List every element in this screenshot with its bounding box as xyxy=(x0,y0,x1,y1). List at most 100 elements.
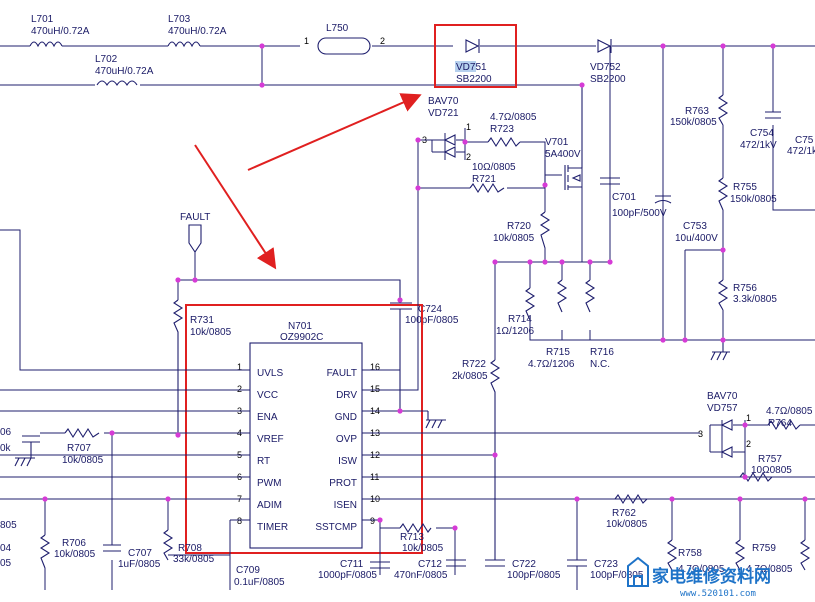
ic-pin-8-number: 8 xyxy=(237,516,242,526)
junction-dot xyxy=(574,496,580,502)
junction-dot xyxy=(175,432,181,438)
junction-dot xyxy=(579,82,585,88)
r714: R714 1Ω/1206 xyxy=(496,287,536,337)
bead-l750: L750 1 2 xyxy=(304,23,385,55)
ic-pin-12-name: ISW xyxy=(338,456,357,467)
r755-ref: R755 xyxy=(733,182,757,193)
top-rail-wires xyxy=(0,45,815,86)
vd721-value: BAV70 xyxy=(428,96,459,107)
watermark-url: www.520101.com xyxy=(680,589,756,599)
junction-dot xyxy=(42,496,48,502)
junction-dot xyxy=(737,496,743,502)
r706: R706 10k/0805 xyxy=(39,534,96,569)
r715: R715 4.7Ω/1206 xyxy=(528,279,575,370)
c754-ref: C754 xyxy=(750,128,774,139)
l701-ref: L701 xyxy=(31,14,54,25)
ic-pin-3-name: ENA xyxy=(257,412,278,423)
ic-pin-16-name: FAULT xyxy=(327,368,357,379)
r713-ref: R713 xyxy=(400,532,424,543)
r763-ref: R763 xyxy=(685,106,709,117)
annotation-arrows xyxy=(194,93,422,270)
vd752-ref: VD752 xyxy=(590,62,621,73)
r721-ref: R721 xyxy=(472,174,496,185)
junction-dot xyxy=(559,259,565,265)
c753: C753 10u/400V xyxy=(654,195,718,244)
c722-ref: C722 xyxy=(512,559,536,570)
r756-ref: R756 xyxy=(733,283,757,294)
arrow-to-ic xyxy=(194,144,277,270)
junction-dot xyxy=(669,496,675,502)
r731-value: 10k/0805 xyxy=(190,327,232,338)
ic-pin-2-number: 2 xyxy=(237,384,242,394)
l702-ref: L702 xyxy=(95,54,118,65)
junction-dot xyxy=(259,43,265,49)
junction-dot xyxy=(492,259,498,265)
c709-ref: C709 xyxy=(236,565,260,576)
junction-dot xyxy=(587,259,593,265)
junction-dot xyxy=(397,408,403,414)
junction-dot xyxy=(742,422,748,428)
r706-ref: R706 xyxy=(62,538,86,549)
ic-pin-9-number: 9 xyxy=(370,516,375,526)
v701-ref: V701 xyxy=(545,137,569,148)
r720-value: 10k/0805 xyxy=(493,233,535,244)
junction-dot xyxy=(462,139,468,145)
c707: C707 1uF/0805 xyxy=(103,544,161,570)
vd757-pin3: 3 xyxy=(698,429,703,439)
mosfet-v701: V701 5A400V xyxy=(544,85,583,190)
r763-value: 150k/0805 xyxy=(670,117,717,128)
junction-dot xyxy=(415,185,421,191)
vd757-pin2: 2 xyxy=(746,439,751,449)
left-edge-labels: 06 0k 805 04 05 xyxy=(0,427,17,569)
r723-ref: R723 xyxy=(490,124,514,135)
c711-value: 1000pF/0805 xyxy=(318,570,377,581)
ic-pin-14-name: GND xyxy=(335,412,357,423)
r722: R722 2k/0805 xyxy=(452,359,501,560)
r757-value: 10Ω0805 xyxy=(751,465,792,476)
r713-value: 10k/0805 xyxy=(402,543,444,554)
r713: R713 10k/0805 xyxy=(399,522,444,554)
l703-value: 470uH/0.72A xyxy=(168,26,227,37)
c709-value: 0.1uF/0805 xyxy=(234,577,285,588)
junction-dot xyxy=(682,337,688,343)
c753-ref: C753 xyxy=(683,221,707,232)
ic-ref: N701 xyxy=(288,321,312,332)
r716: R716 N.C. xyxy=(584,279,614,370)
r722-value: 2k/0805 xyxy=(452,371,488,382)
c753-value: 10u/400V xyxy=(675,233,718,244)
c701-ref: C701 xyxy=(612,192,636,203)
r714-value: 1Ω/1206 xyxy=(496,326,535,337)
c707-ref: C707 xyxy=(128,548,152,559)
c711: C711 1000pF/0805 xyxy=(318,559,390,581)
r756: R756 3.3k/0805 xyxy=(717,279,777,311)
r755-value: 150k/0805 xyxy=(730,194,777,205)
vd751-value: SB2200 xyxy=(456,74,492,85)
junction-dot xyxy=(607,259,613,265)
ic-pin-9-name: SSTCMP xyxy=(315,522,357,533)
c723-ref: C723 xyxy=(594,559,618,570)
c701: C701 100pF/500V xyxy=(600,177,667,219)
r758-value: 4.7Ω/0805 xyxy=(678,564,725,575)
c722-value: 100pF/0805 xyxy=(507,570,561,581)
r756-value: 3.3k/0805 xyxy=(733,294,777,305)
vd721-ref: VD721 xyxy=(428,108,459,119)
c723: C723 100pF/0805 xyxy=(567,499,644,590)
watermark: 家电维修资料网 www.520101.com xyxy=(627,556,771,599)
r731-ref: R731 xyxy=(190,315,214,326)
junction-dot xyxy=(109,430,115,436)
c754: C754 472/1kV xyxy=(740,111,781,151)
r757-ref: R757 xyxy=(758,454,782,465)
r708: R708 33k/0805 xyxy=(162,529,215,565)
edge-label-5: 05 xyxy=(0,558,12,569)
junction-dot xyxy=(720,247,726,253)
l750-pin2: 2 xyxy=(380,36,385,46)
c722: C722 100pF/0805 xyxy=(485,559,561,581)
junction-dot xyxy=(259,82,265,88)
c709: C709 0.1uF/0805 xyxy=(234,565,285,588)
r716-value: N.C. xyxy=(590,359,610,370)
c723-value: 100pF/0805 xyxy=(590,570,644,581)
junction-dot xyxy=(527,259,533,265)
highlight-box xyxy=(434,24,517,88)
c755: C75 472/1k xyxy=(787,135,815,157)
